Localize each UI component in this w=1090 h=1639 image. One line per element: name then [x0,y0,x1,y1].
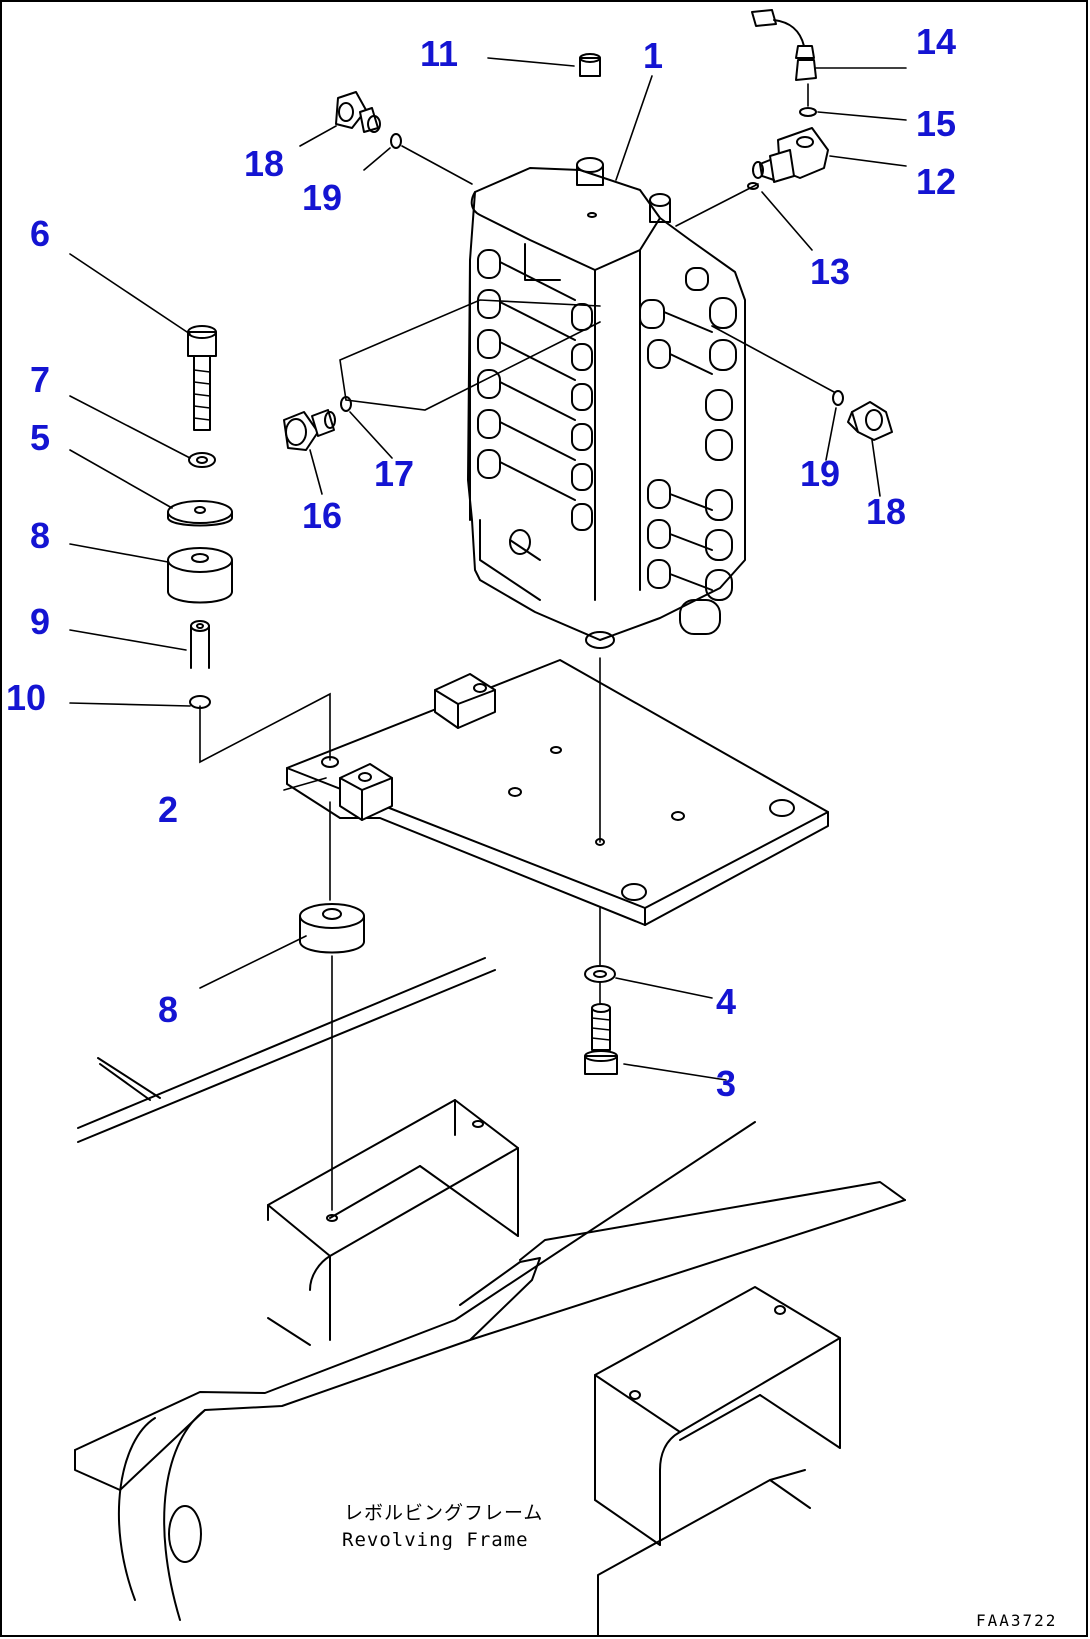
mount-8-lower [299,903,365,954]
mount-8-upper [167,547,233,604]
callout-12: 12 [916,161,956,202]
oring-15 [799,107,817,117]
fitting-16 [283,409,336,451]
callout-14: 14 [916,21,956,62]
callout-8: 8 [158,989,178,1030]
callout-18: 18 [244,143,284,184]
drawing-code: FAA3722 [976,1611,1057,1630]
callout-3: 3 [716,1063,736,1104]
oring-13 [747,182,759,190]
oring-19-left [390,133,402,149]
plug-11 [579,53,601,77]
elbow-12 [752,127,829,183]
assembly-lines [199,83,835,1222]
callout-16: 16 [302,495,342,536]
fitting-18-left [335,91,381,133]
frame-label-en: Revolving Frame [342,1529,529,1551]
sensor-14 [751,9,817,81]
leader-lines [69,57,907,1081]
callout-4: 4 [716,981,736,1022]
callout-2: 2 [158,789,178,830]
callout-1: 1 [643,35,663,76]
callout-13: 13 [810,251,850,292]
callout-11: 11 [420,33,458,74]
sleeve-9 [190,620,210,669]
washer-5 [167,500,233,527]
callout-19: 19 [800,453,840,494]
washer-7 [188,452,216,468]
mounting-plate [286,659,829,926]
callout-7: 7 [30,359,50,400]
bolt-6 [187,325,217,431]
callout-10: 10 [6,677,46,718]
callout-9: 9 [30,601,50,642]
frame-label-jp: レボルビングフレーム [344,1502,543,1524]
callout-6: 6 [30,213,50,254]
oring-19-right [832,390,844,406]
washer-4 [584,965,616,983]
control-valve [467,157,746,649]
callout-19: 19 [302,177,342,218]
bolt-3 [584,1003,618,1075]
fitting-18-right [847,401,893,441]
callout-18: 18 [866,491,906,532]
callout-5: 5 [30,417,50,458]
revolving-frame [74,957,906,1637]
callout-15: 15 [916,103,956,144]
callout-8: 8 [30,515,50,556]
callouts: 1 2 3 4 5 6 7 8 8 9 10 11 12 13 14 15 16… [6,21,956,1104]
callout-17: 17 [374,453,414,494]
